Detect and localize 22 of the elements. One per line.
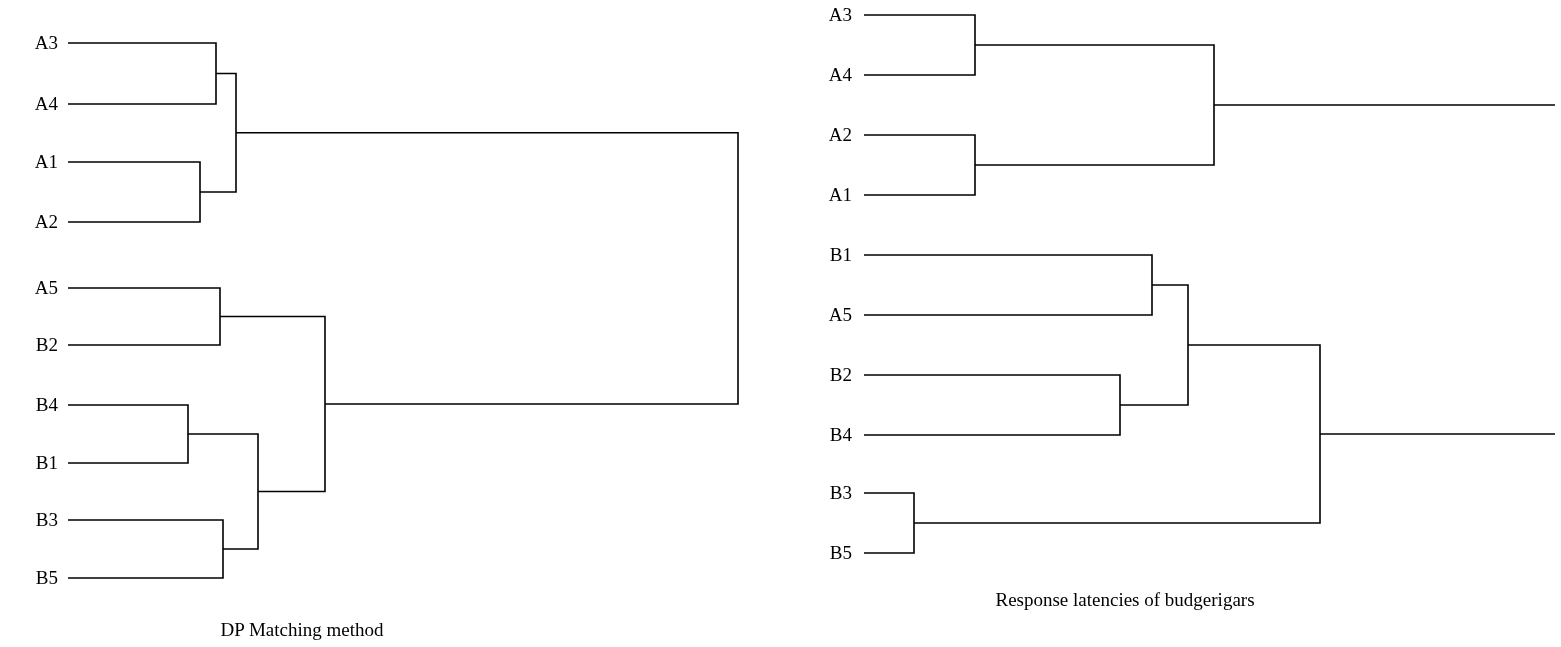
leaf-label: B3 [35,509,58,531]
leaf-label: B3 [829,482,852,504]
leaf-label: B5 [35,567,58,589]
leaf-label: B1 [829,244,852,266]
leaf-label: A2 [828,124,852,146]
leaf-label: B4 [829,424,852,446]
leaf-label: B1 [35,452,58,474]
leaf-label: B5 [829,542,852,564]
leaf-label: A3 [828,4,852,26]
leaf-label: A1 [34,151,58,173]
leaf-label: A5 [34,277,58,299]
dendrogram-caption: DP Matching method [220,619,384,641]
leaf-label: A1 [828,184,852,206]
leaf-label: A3 [34,32,58,54]
leaf-label: A4 [828,64,852,86]
leaf-label: A4 [34,93,58,115]
leaf-label: A2 [34,211,58,233]
leaf-label: B2 [829,364,852,386]
leaf-label: B2 [35,334,58,356]
leaf-label: A5 [828,304,852,326]
leaf-label: B4 [35,394,58,416]
dendrogram-caption: Response latencies of budgerigars [995,589,1255,611]
